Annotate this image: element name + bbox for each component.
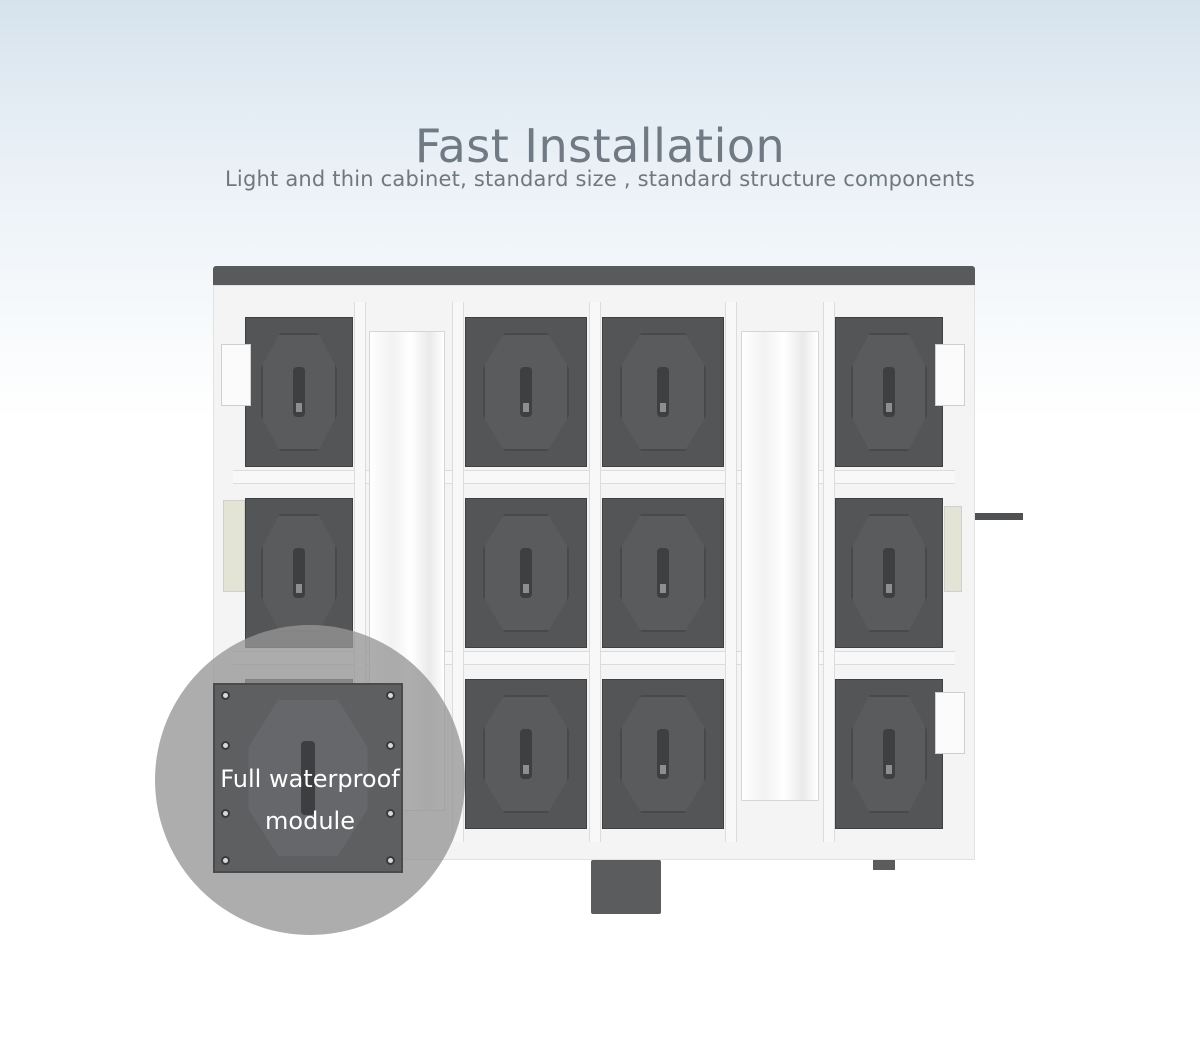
screw-icon bbox=[386, 741, 395, 750]
module-r1-c2 bbox=[465, 317, 587, 467]
screw-icon bbox=[221, 741, 230, 750]
module-r3-c4 bbox=[835, 679, 943, 829]
module-r1-c4 bbox=[835, 317, 943, 467]
support-leg bbox=[591, 860, 661, 914]
vertical-rail bbox=[823, 302, 835, 842]
module-r1-c3 bbox=[602, 317, 724, 467]
page-subtitle: Light and thin cabinet, standard size , … bbox=[225, 167, 975, 191]
aluminum-spine-right bbox=[741, 331, 819, 801]
screw-icon bbox=[386, 809, 395, 818]
callout-label-line2: module bbox=[265, 807, 355, 835]
module-r3-c3 bbox=[602, 679, 724, 829]
module-r2-c4 bbox=[835, 498, 943, 648]
callout-label: Full waterproof module bbox=[155, 758, 465, 842]
support-foot bbox=[873, 860, 895, 870]
handle-bracket bbox=[944, 506, 962, 592]
vertical-rail bbox=[452, 302, 464, 842]
led-cabinet-illustration bbox=[213, 266, 1023, 914]
screw-icon bbox=[221, 691, 230, 700]
lock-bracket bbox=[935, 692, 965, 754]
module-closeup bbox=[213, 683, 403, 873]
callout-label-line1: Full waterproof bbox=[220, 765, 400, 793]
lock-bracket bbox=[221, 344, 251, 406]
screw-icon bbox=[221, 809, 230, 818]
screw-icon bbox=[386, 691, 395, 700]
waterproof-module-callout: Full waterproof module bbox=[155, 625, 465, 935]
cabinet-top-bar bbox=[213, 266, 975, 285]
module-r3-c2 bbox=[465, 679, 587, 829]
lock-bracket bbox=[935, 344, 965, 406]
module-r2-c3 bbox=[602, 498, 724, 648]
module-r2-c2 bbox=[465, 498, 587, 648]
screw-icon bbox=[386, 856, 395, 865]
page-title: Fast Installation bbox=[414, 118, 786, 173]
module-r2-c1 bbox=[245, 498, 353, 648]
handle-bracket bbox=[223, 500, 245, 592]
module-r1-c1 bbox=[245, 317, 353, 467]
vertical-rail bbox=[725, 302, 737, 842]
side-fin bbox=[975, 513, 1023, 520]
screw-icon bbox=[221, 856, 230, 865]
vertical-rail bbox=[589, 302, 601, 842]
